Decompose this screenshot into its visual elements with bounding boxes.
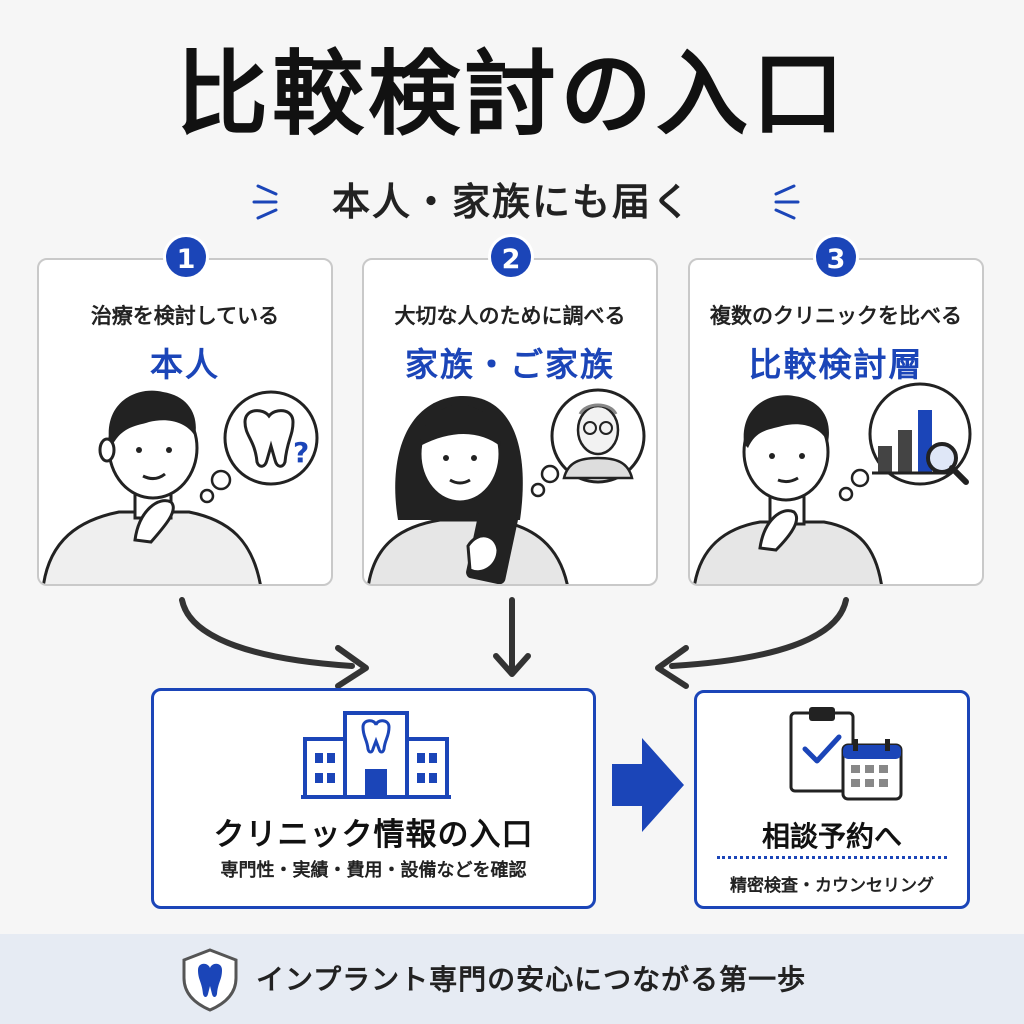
shield-tooth-icon <box>182 948 238 1012</box>
calendar-icon <box>841 739 903 801</box>
audience-card-self: 治療を検討している 本人 ? <box>37 258 333 586</box>
woman-with-phone-icon <box>367 388 646 584</box>
flow-arrows-icon <box>179 597 849 689</box>
consultation-box: 相談予約へ 精密検査・カウンセリング <box>694 690 970 909</box>
card-caption: 複数のクリニックを比べる <box>710 304 962 328</box>
question-icon: ? <box>293 436 309 469</box>
arrow-right-icon <box>612 738 684 832</box>
step-number-3: 3 <box>813 234 859 280</box>
accent-dashes-left-icon <box>252 184 278 220</box>
consultation-heading: 相談予約へ <box>761 820 902 853</box>
clipboard-check-icon <box>789 707 903 801</box>
magnifier-icon <box>926 442 969 485</box>
tooth-icon <box>243 409 295 468</box>
elderly-person-icon <box>562 403 634 480</box>
card-audience: 本人 <box>150 345 220 384</box>
footer-text: インプラント専門の安心につながる第一歩 <box>256 963 807 996</box>
tooth-icon <box>361 719 391 754</box>
thinking-person-icon: ? <box>42 390 319 584</box>
card-caption: 治療を検討している <box>90 304 280 328</box>
consultation-details: 精密検査・カウンセリング <box>730 876 934 896</box>
step-number-2: 2 <box>488 234 534 280</box>
comparing-person-icon <box>693 382 972 584</box>
dotted-divider <box>717 856 947 859</box>
audience-card-comparers: 複数のクリニックを比べる 比較検討層 <box>688 258 984 586</box>
clinic-info-box: クリニック情報の入口 専門性・実績・費用・設備などを確認 <box>151 688 596 909</box>
audience-card-family: 大切な人のために調べる 家族・ご家族 <box>362 258 658 586</box>
subtitle-row: 本人・家族にも届く <box>0 172 1024 232</box>
card-caption: 大切な人のために調べる <box>394 304 626 328</box>
clinic-info-details: 専門性・実績・費用・設備などを確認 <box>220 860 527 881</box>
page-title: 比較検討の入口 <box>175 41 848 148</box>
subtitle: 本人・家族にも届く <box>331 180 692 224</box>
accent-dashes-right-icon <box>774 184 800 220</box>
footer-banner: インプラント専門の安心につながる第一歩 <box>0 934 1024 1024</box>
card-audience: 家族・ご家族 <box>405 345 615 384</box>
card-audience: 比較検討層 <box>748 345 924 384</box>
clinic-info-heading: クリニック情報の入口 <box>213 817 534 853</box>
step-number-1: 1 <box>163 234 209 280</box>
clinic-building-icon <box>301 711 451 799</box>
